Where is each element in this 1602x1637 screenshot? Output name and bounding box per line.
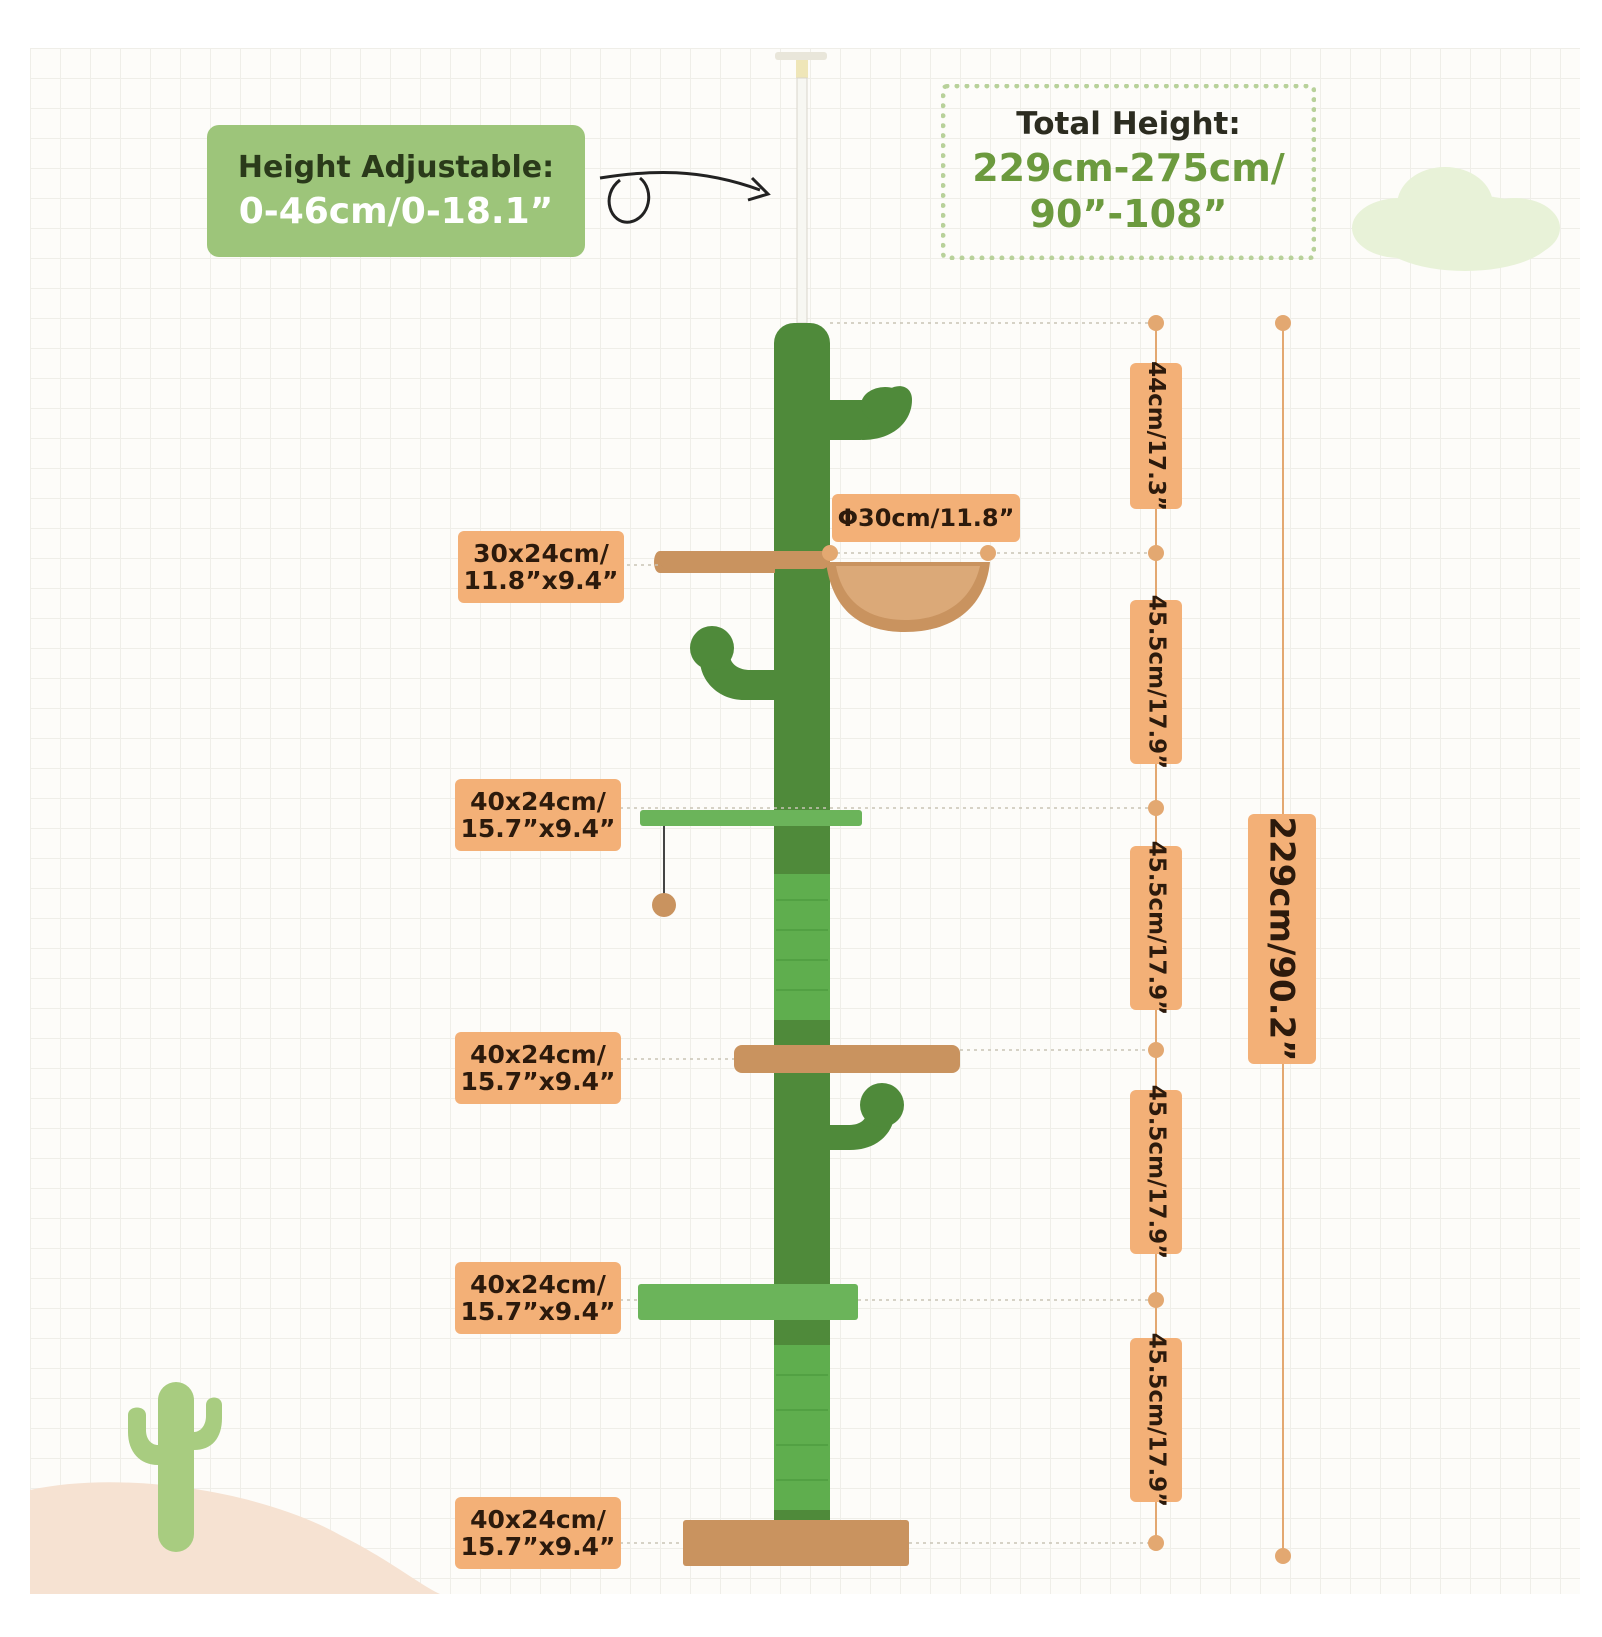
total-height-box: Total Height: 229cm-275cm/ 90”-108” xyxy=(941,84,1316,260)
shelf-4-platform xyxy=(638,1284,858,1320)
segment-3-height-label: 45.5cm/17.9” xyxy=(1130,841,1182,1015)
base-platform xyxy=(683,1520,909,1566)
total-height-vertical-text: 229cm/90.2” xyxy=(1262,816,1302,1062)
total-height-title: Total Height: xyxy=(1016,106,1241,143)
decorative-cactus-icon xyxy=(128,1382,222,1552)
total-height-value: 229cm-275cm/ 90”-108” xyxy=(972,146,1285,237)
segment-5-height-label: 45.5cm/17.9” xyxy=(1130,1333,1182,1507)
segment-4-height-text: 45.5cm/17.9” xyxy=(1143,1084,1169,1260)
shelf-1-size-line1: 30x24cm/ xyxy=(473,538,609,568)
shelf-4-size-line1: 40x24cm/ xyxy=(470,1269,606,1299)
total-height-vertical-label: 229cm/90.2” xyxy=(1248,814,1316,1064)
shelf-1-basket xyxy=(826,562,990,632)
shelf-2-platform xyxy=(640,810,862,917)
height-adjustable-value: 0-46cm/0-18.1” xyxy=(238,191,554,232)
ceiling-rod xyxy=(775,52,827,324)
total-height-value-line1: 229cm-275cm/ xyxy=(972,146,1285,191)
segment-1-height-text: 44cm/17.3” xyxy=(1143,361,1169,511)
sand-dune xyxy=(30,1482,440,1594)
shelf-2-size-line2: 15.7”x9.4” xyxy=(460,814,616,843)
base-size-line1: 40x24cm/ xyxy=(470,1504,606,1534)
total-height-value-line2: 90”-108” xyxy=(1029,192,1228,236)
shelf-2-size-line1: 40x24cm/ xyxy=(470,786,606,816)
shelf-3-size-line1: 40x24cm/ xyxy=(470,1039,606,1069)
height-adjustable-box: Height Adjustable: 0-46cm/0-18.1” xyxy=(207,125,585,257)
segment-2-height-text: 45.5cm/17.9” xyxy=(1143,594,1169,770)
segment-5-height-text: 45.5cm/17.9” xyxy=(1143,1332,1169,1508)
shelf-1-size-line2: 11.8”x9.4” xyxy=(463,566,619,595)
base-size-label: 40x24cm/ 15.7”x9.4” xyxy=(455,1497,621,1569)
shelf-1-size-label: 30x24cm/ 11.8”x9.4” xyxy=(458,531,624,603)
shelf-3-platform xyxy=(734,1045,960,1073)
height-adjustable-title: Height Adjustable: xyxy=(237,150,555,185)
diameter-markers xyxy=(822,545,996,561)
cactus-trunk xyxy=(774,323,830,1541)
guide-lines xyxy=(620,322,1155,1544)
basket-diameter-text: Φ30cm/11.8” xyxy=(837,503,1015,532)
cactus-arms xyxy=(690,386,912,1150)
segment-1-height-label: 44cm/17.3” xyxy=(1130,361,1182,511)
curved-arrow-icon xyxy=(599,170,761,192)
shelf-1-platform xyxy=(654,551,830,573)
cloud-icon xyxy=(1352,167,1560,271)
shelf-4-size-label: 40x24cm/ 15.7”x9.4” xyxy=(455,1262,621,1334)
basket-diameter-label: Φ30cm/11.8” xyxy=(832,494,1020,542)
base-size-line2: 15.7”x9.4” xyxy=(460,1532,616,1561)
shelf-3-size-line2: 15.7”x9.4” xyxy=(460,1067,616,1096)
shelf-3-size-label: 40x24cm/ 15.7”x9.4” xyxy=(455,1032,621,1104)
shelf-2-size-label: 40x24cm/ 15.7”x9.4” xyxy=(455,779,621,851)
segment-2-height-label: 45.5cm/17.9” xyxy=(1130,595,1182,769)
segment-3-height-text: 45.5cm/17.9” xyxy=(1143,840,1169,1016)
shelf-4-size-line2: 15.7”x9.4” xyxy=(460,1297,616,1326)
segment-4-height-label: 45.5cm/17.9” xyxy=(1130,1085,1182,1259)
